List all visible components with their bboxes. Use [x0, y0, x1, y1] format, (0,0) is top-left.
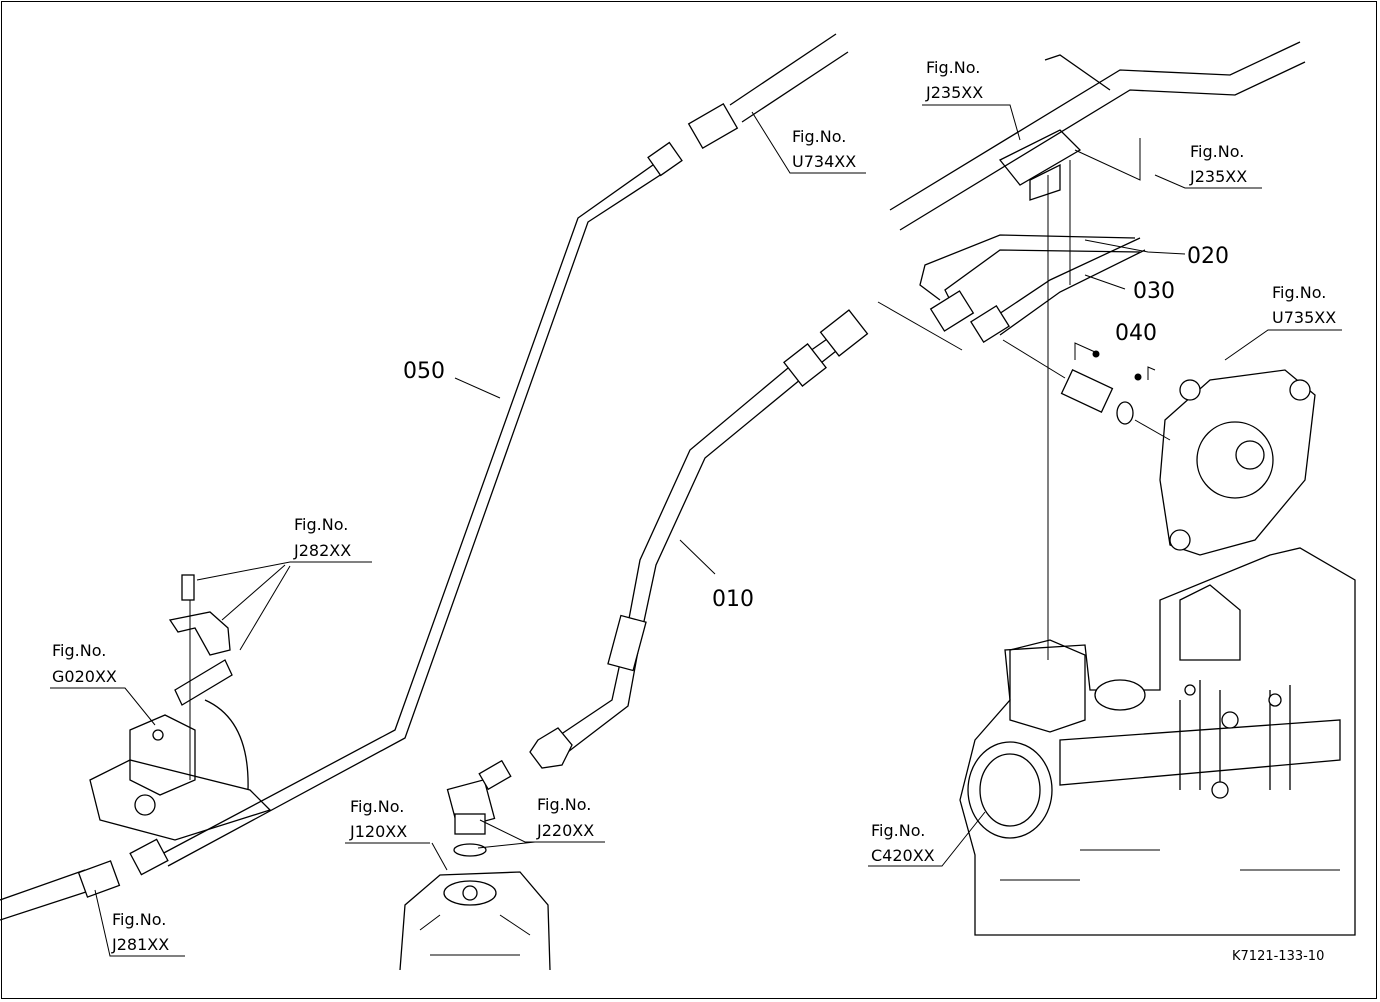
ref-j281[interactable]: J281XX: [111, 935, 169, 954]
part-number-010[interactable]: 010: [712, 587, 754, 612]
fig-no-label: Fig.No.: [350, 797, 404, 816]
drawing-code: K7121-133-10: [1232, 949, 1324, 964]
ref-j120[interactable]: J120XX: [349, 822, 407, 841]
upper-hose: [687, 33, 849, 150]
fig-no-label: Fig.No.: [926, 58, 980, 77]
fig-no-label: Fig.No.: [294, 515, 348, 534]
lower-left-hose: [0, 860, 121, 921]
dot-marker: [1092, 350, 1100, 358]
ref-j282[interactable]: J282XX: [293, 541, 351, 560]
ref-u735[interactable]: U735XX: [1272, 308, 1336, 327]
hose-010[interactable]: [529, 309, 869, 769]
pump-housing: [399, 871, 551, 971]
pipe-020-030[interactable]: [889, 41, 1306, 660]
leader-lines: [50, 104, 1342, 957]
part-number-030[interactable]: 030: [1133, 279, 1175, 304]
fig-no-label: Fig.No.: [1190, 142, 1244, 161]
elbow-fitting: [446, 759, 512, 857]
part-number-050[interactable]: 050: [403, 359, 445, 384]
part-number-040[interactable]: 040: [1115, 321, 1157, 346]
fig-no-label: Fig.No.: [871, 821, 925, 840]
fig-no-label: Fig.No.: [52, 641, 106, 660]
ref-j235-top[interactable]: J235XX: [925, 83, 983, 102]
bracket-assembly: [89, 574, 272, 841]
pump-u735: [1159, 369, 1316, 556]
fig-no-label: Fig.No.: [112, 910, 166, 929]
ref-g020[interactable]: G020XX: [52, 667, 117, 686]
fig-no-label: Fig.No.: [537, 795, 591, 814]
fitting-set-040[interactable]: [1002, 339, 1171, 441]
transmission-housing: [959, 547, 1356, 936]
fig-no-label: Fig.No.: [1272, 283, 1326, 302]
ref-u734[interactable]: U734XX: [792, 152, 856, 171]
pipe-050[interactable]: [129, 141, 683, 876]
dot-marker: [1134, 373, 1142, 381]
part-number-020[interactable]: 020: [1187, 244, 1229, 269]
fig-no-label: Fig.No.: [792, 127, 846, 146]
ref-j220[interactable]: J220XX: [536, 821, 594, 840]
ref-c420[interactable]: C420XX: [871, 846, 935, 865]
ref-j235-right[interactable]: J235XX: [1189, 167, 1247, 186]
